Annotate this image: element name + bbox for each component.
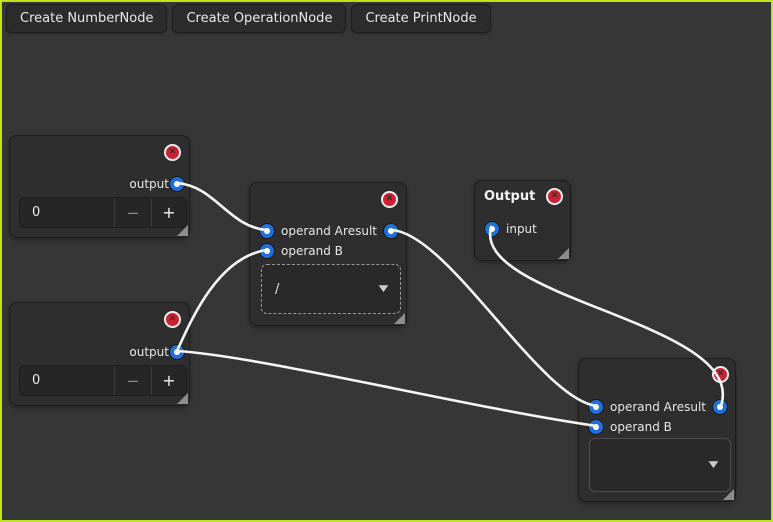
input-port[interactable] [484,220,500,237]
result-port[interactable] [383,222,399,239]
result-label: result [343,223,377,238]
node-title: Output [484,189,536,204]
operand-a-port[interactable] [588,398,604,415]
value-field[interactable]: 0 [32,373,41,388]
resize-handle[interactable] [177,225,188,236]
close-button[interactable]: ✕ [164,311,181,328]
decrement-button[interactable]: − [114,366,151,395]
output-port-label: output [129,344,169,359]
chevron-down-icon: ▼ [378,284,389,294]
wire-number2-to-operation2-operand-b [175,349,599,428]
close-icon: ✕ [550,191,559,201]
operand-b-port[interactable] [259,242,275,259]
close-icon: ✕ [168,314,177,324]
close-icon: ✕ [385,194,394,204]
resize-handle[interactable] [558,248,569,259]
create-operationnode-button[interactable]: Create OperationNode [172,4,347,33]
value-spinbox: 0 − + [19,197,187,228]
output-port[interactable] [169,175,185,192]
operator-dropdown[interactable]: / ▼ [261,264,401,314]
close-button[interactable]: ✕ [164,144,181,161]
operand-a-label: operand A [281,223,343,238]
operand-b-port[interactable] [588,418,604,435]
input-port-label: input [506,221,537,236]
create-printnode-button[interactable]: Create PrintNode [351,4,491,33]
operator-dropdown[interactable]: ▼ [589,438,731,492]
operator-value: / [275,281,280,297]
operand-a-port[interactable] [259,222,275,239]
number-node-1[interactable]: ✕ output 0 − + [9,135,190,238]
close-button[interactable]: ✕ [381,191,398,208]
close-button[interactable]: ✕ [712,366,729,383]
operand-a-label: operand A [610,399,672,414]
value-spinbox: 0 − + [19,365,187,396]
decrement-button[interactable]: − [114,198,151,227]
close-button[interactable]: ✕ [546,188,563,205]
result-label: result [672,399,706,414]
operand-b-label: operand B [610,419,672,434]
operation-node-1[interactable]: ✕ operand A result operand B / ▼ [249,182,407,326]
operand-b-label: operand B [281,243,343,258]
create-numbernode-button[interactable]: Create NumberNode [6,4,168,33]
result-port[interactable] [712,398,728,415]
increment-button[interactable]: + [151,366,186,395]
value-field[interactable]: 0 [32,205,41,220]
toolbar: Create NumberNode Create OperationNode C… [6,4,491,33]
resize-handle[interactable] [177,393,188,404]
close-icon: ✕ [168,147,177,157]
chevron-down-icon: ▼ [708,460,719,470]
operation-node-2[interactable]: ✕ operand A result operand B ▼ [578,358,736,502]
resize-handle[interactable] [723,489,734,500]
output-port-label: output [129,176,169,191]
resize-handle[interactable] [394,313,405,324]
output-port[interactable] [169,343,185,360]
output-node[interactable]: Output ✕ input [474,180,571,261]
number-node-2[interactable]: ✕ output 0 − + [9,302,190,406]
increment-button[interactable]: + [151,198,186,227]
close-icon: ✕ [716,369,725,379]
